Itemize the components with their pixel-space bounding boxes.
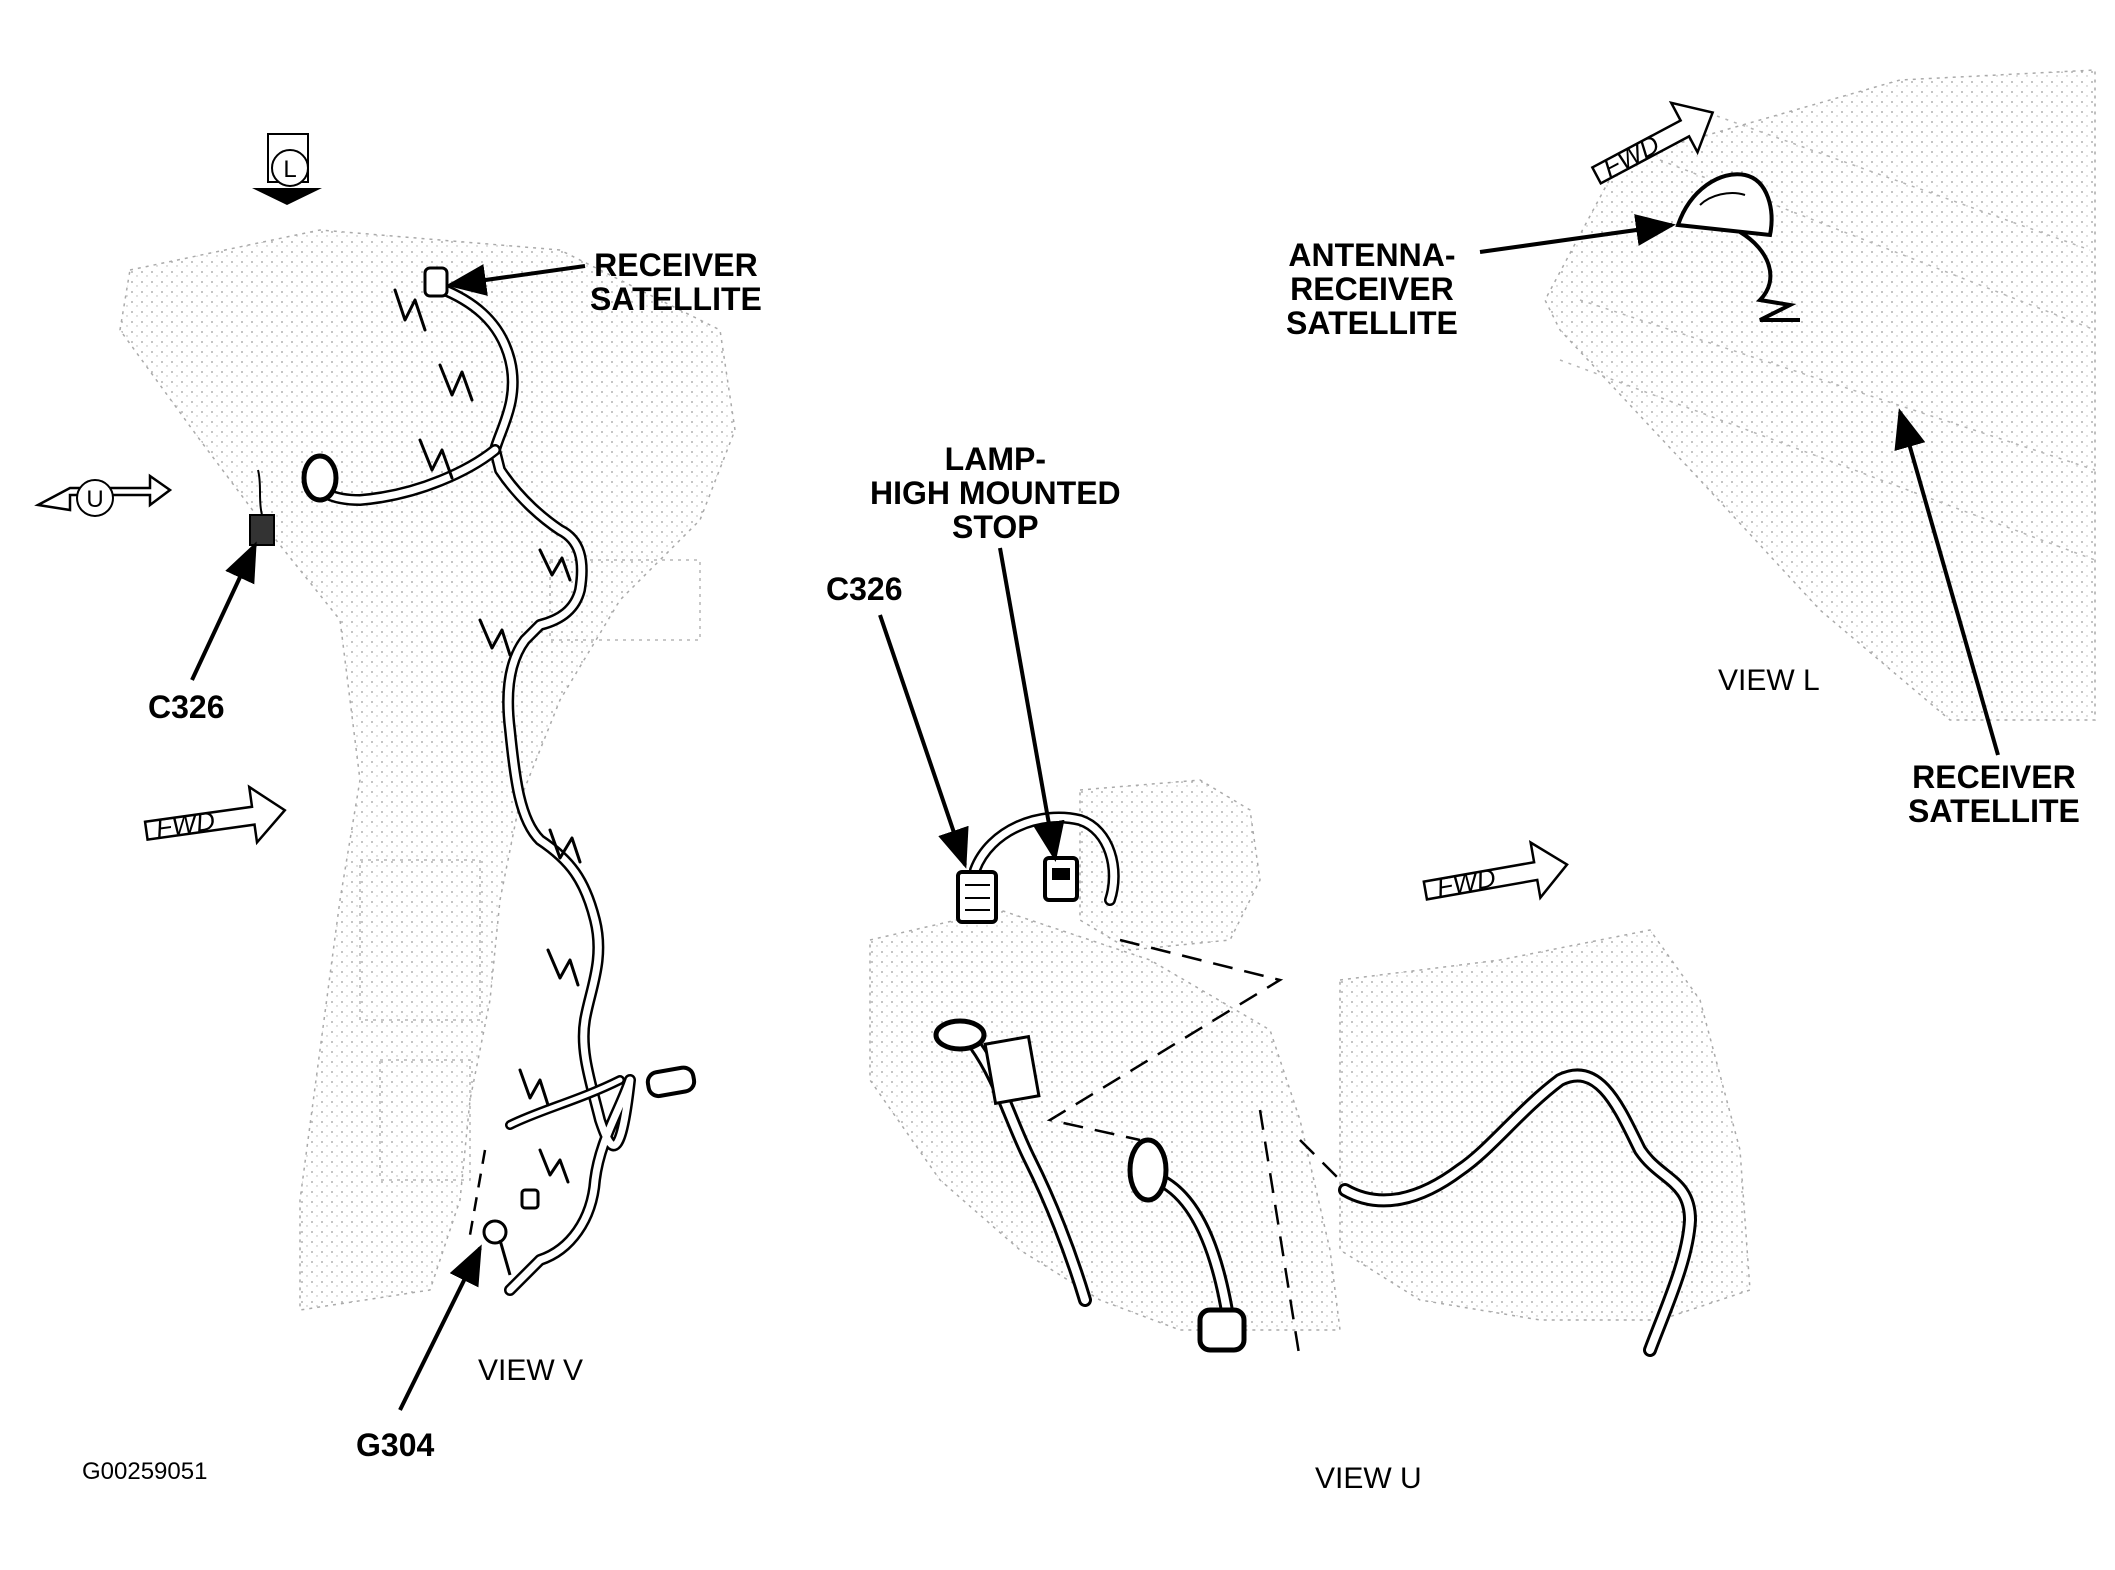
view-u-marker: U bbox=[34, 473, 173, 517]
label-line: STOP bbox=[952, 509, 1039, 545]
view-l-lines bbox=[1559, 109, 2096, 561]
grommet-v bbox=[301, 453, 339, 503]
fwd-arrow-v: FWD bbox=[143, 784, 287, 846]
arrow-c326-u bbox=[878, 614, 969, 869]
view-u-body-outline bbox=[869, 909, 1341, 1331]
lower-connector-v bbox=[645, 1065, 697, 1099]
c326-connector-v bbox=[249, 514, 275, 546]
connector-u-mid bbox=[983, 1034, 1041, 1106]
grommet-u-left bbox=[933, 1018, 987, 1052]
view-v-group: L U FWD bbox=[34, 133, 736, 1411]
arrow-antenna-receiver-satellite bbox=[1479, 214, 1676, 254]
arrow-receiver-satellite-v bbox=[446, 264, 586, 296]
label-c326-u: C326 bbox=[826, 571, 903, 607]
label-antenna-receiver-satellite: ANTENNA- RECEIVER SATELLITE bbox=[1286, 238, 1458, 340]
label-line: RECEIVER bbox=[1290, 271, 1454, 307]
label-line: LAMP- bbox=[944, 441, 1046, 477]
caption-view-l: VIEW L bbox=[1718, 664, 1820, 697]
grommet-u-center bbox=[1127, 1137, 1169, 1203]
label-line: SATELLITE bbox=[1908, 793, 2080, 829]
caption-view-u: VIEW U bbox=[1315, 1462, 1422, 1495]
antenna-shark-fin bbox=[1675, 172, 1774, 238]
caption-view-v: VIEW V bbox=[478, 1354, 584, 1387]
label-g304: G304 bbox=[356, 1427, 435, 1463]
view-v-body-outline bbox=[119, 229, 736, 1311]
fwd-arrow-u: FWD bbox=[1422, 840, 1569, 902]
view-u-dashed-indicator bbox=[1046, 938, 1341, 1361]
view-l-marker-letter: L bbox=[283, 156, 296, 183]
label-line: ANTENNA- bbox=[1288, 237, 1456, 273]
view-v-harness bbox=[304, 282, 636, 1296]
view-l-group: FWD bbox=[1479, 69, 2096, 756]
view-l-roof-outline bbox=[1544, 69, 2096, 721]
connector-u-lower bbox=[1197, 1307, 1247, 1353]
antenna-cable bbox=[1738, 230, 1800, 322]
arrow-receiver-satellite-l bbox=[1894, 408, 2000, 756]
view-u-group: FWD bbox=[869, 547, 1751, 1361]
g304-eyelet bbox=[482, 1219, 508, 1245]
label-c326-v: C326 bbox=[148, 689, 225, 725]
arrow-lamp-high-mounted-stop bbox=[998, 547, 1065, 862]
g304-bolt bbox=[520, 1188, 540, 1210]
arrow-g304 bbox=[398, 1244, 482, 1411]
label-line: RECEIVER bbox=[594, 247, 758, 283]
label-receiver-satellite-l: RECEIVER SATELLITE bbox=[1908, 760, 2080, 828]
label-line: SATELLITE bbox=[1286, 305, 1458, 341]
label-line: RECEIVER bbox=[1912, 759, 2076, 795]
fwd-text-u: FWD bbox=[1434, 862, 1498, 902]
arrow-c326-v bbox=[190, 541, 257, 681]
receiver-satellite-connector-v bbox=[423, 266, 449, 298]
view-l-marker: L bbox=[252, 133, 322, 205]
view-u-marker-letter: U bbox=[86, 486, 103, 513]
view-u-structure-right bbox=[1339, 929, 1751, 1321]
label-lamp-high-mounted-stop: LAMP- HIGH MOUNTED STOP bbox=[870, 442, 1121, 544]
figure-code: G00259051 bbox=[82, 1458, 208, 1485]
label-line: HIGH MOUNTED bbox=[870, 475, 1121, 511]
fwd-text-v: FWD bbox=[154, 805, 217, 843]
view-u-top-bracket bbox=[1079, 779, 1261, 951]
view-v-panel-detail bbox=[359, 559, 701, 1181]
label-receiver-satellite-v: RECEIVER SATELLITE bbox=[590, 248, 762, 316]
label-line: SATELLITE bbox=[590, 281, 762, 317]
